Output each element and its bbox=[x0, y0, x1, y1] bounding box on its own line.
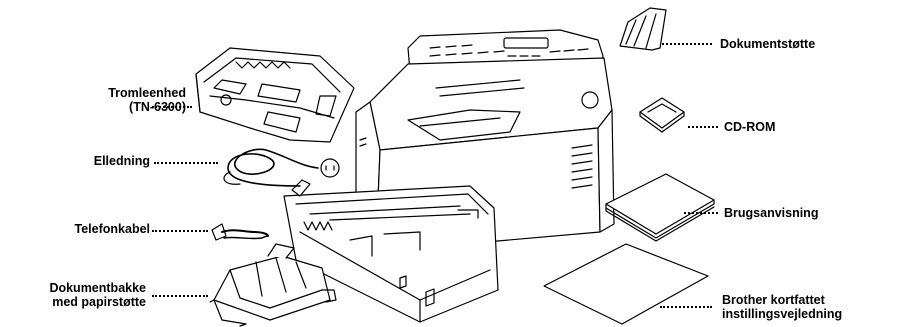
leader-document-tray bbox=[152, 295, 208, 297]
label-document-support: Dokumentstøtte bbox=[720, 37, 815, 51]
quick-setup-sheet-illustration bbox=[544, 244, 708, 324]
leader-drum-unit bbox=[152, 106, 192, 108]
document-support-illustration bbox=[620, 8, 666, 50]
label-telephone-cable: Telefonkabel bbox=[60, 222, 150, 236]
leader-document-support bbox=[662, 43, 712, 45]
label-document-tray-line1: Dokumentbakke bbox=[6, 281, 146, 295]
label-power-cord: Elledning bbox=[70, 154, 150, 168]
label-document-tray: Dokumentbakke med papirstøtte bbox=[6, 281, 146, 309]
label-quick-setup: Brother kortfattet instillingsvejledning bbox=[722, 293, 842, 321]
telephone-cable-illustration bbox=[212, 224, 268, 240]
label-cd-rom: CD-ROM bbox=[724, 120, 775, 134]
label-document-tray-line2: med papirstøtte bbox=[6, 295, 146, 309]
label-drum-unit: Tromleenhed (TN-6300) bbox=[70, 86, 186, 114]
user-guide-illustration bbox=[606, 174, 714, 241]
leader-user-guide bbox=[684, 212, 718, 214]
label-quick-setup-line2: instillingsvejledning bbox=[722, 307, 842, 321]
leader-quick-setup bbox=[660, 306, 712, 308]
label-user-guide: Brugsanvisning bbox=[724, 206, 818, 220]
power-cord-illustration bbox=[224, 149, 339, 196]
leader-telephone-cable bbox=[152, 230, 208, 232]
label-drum-unit-name: Tromleenhed bbox=[70, 86, 186, 100]
leader-cd-rom bbox=[688, 126, 718, 128]
leader-power-cord bbox=[154, 162, 218, 164]
cd-rom-illustration bbox=[640, 98, 684, 132]
drum-unit-illustration bbox=[196, 48, 354, 142]
label-quick-setup-line1: Brother kortfattet bbox=[722, 293, 842, 307]
